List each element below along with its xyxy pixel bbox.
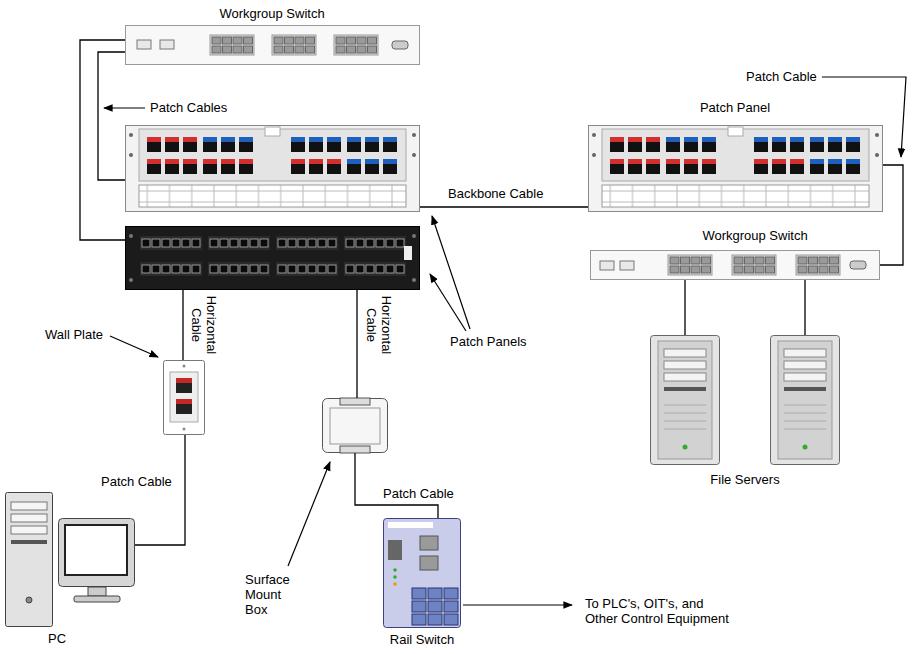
surface-mount-box-drawing: [323, 398, 388, 453]
device-label: Wall Plate: [45, 327, 103, 342]
device-label: Workgroup Switch: [702, 228, 807, 243]
cable-line: [135, 435, 185, 545]
workgroup-switch: Workgroup Switch: [590, 250, 880, 280]
device-label: Patch Panel: [700, 100, 770, 115]
device-label: File Servers: [710, 472, 779, 487]
cable-line: [182, 290, 183, 360]
file-servers: File Servers: [650, 335, 840, 465]
cable-line: [684, 280, 685, 335]
wall-plate: Wall Plate: [163, 360, 205, 435]
patch-panel: Patch Panel: [588, 125, 883, 212]
patch-panel-drawing: [126, 126, 420, 212]
device-label: PC: [48, 631, 66, 646]
pc: PC: [5, 492, 135, 627]
patch-panel-right-drawing: [589, 126, 883, 212]
cable-line: [98, 52, 125, 180]
callout-arrows: [104, 77, 906, 605]
cable-label: Horizontal Cable: [189, 292, 219, 358]
cable-label: Patch Cable: [382, 486, 455, 501]
cable-line: [804, 280, 805, 335]
cable-label: Patch Cable: [745, 69, 818, 84]
cable-label: Patch Cable: [100, 474, 173, 489]
device-label: Surface Mount Box: [245, 572, 307, 617]
cable-line: [420, 206, 588, 207]
cable-label: Backbone Cable: [447, 186, 544, 201]
workgroup-switch: Workgroup Switch: [125, 25, 420, 65]
rail-switch: Rail Switch: [383, 518, 461, 628]
callout-label: Patch Cables: [150, 100, 227, 115]
cable-label: Horizontal Cable: [364, 292, 394, 358]
device-label: Workgroup Switch: [219, 6, 324, 21]
file-server-drawing: [651, 336, 840, 465]
surface-mount-box: Surface Mount Box: [322, 398, 388, 453]
cable-line: [80, 40, 125, 240]
workgroup-switch-right-drawing: [591, 251, 880, 280]
rail-switch-drawing: [384, 519, 461, 628]
callout-label: To PLC's, OIT's, and Other Control Equip…: [585, 596, 735, 626]
patch-panel-dark-drawing: [126, 227, 420, 290]
device-label: Patch Panels: [450, 334, 527, 349]
pc-drawing: [6, 493, 135, 627]
wall-plate-drawing: [164, 361, 205, 435]
patch-panels: Patch Panels: [125, 125, 420, 290]
workgroup-switch-drawing: [126, 26, 420, 65]
cable-line: [356, 290, 357, 398]
cable-line: [880, 165, 903, 265]
device-label: Rail Switch: [390, 632, 454, 647]
